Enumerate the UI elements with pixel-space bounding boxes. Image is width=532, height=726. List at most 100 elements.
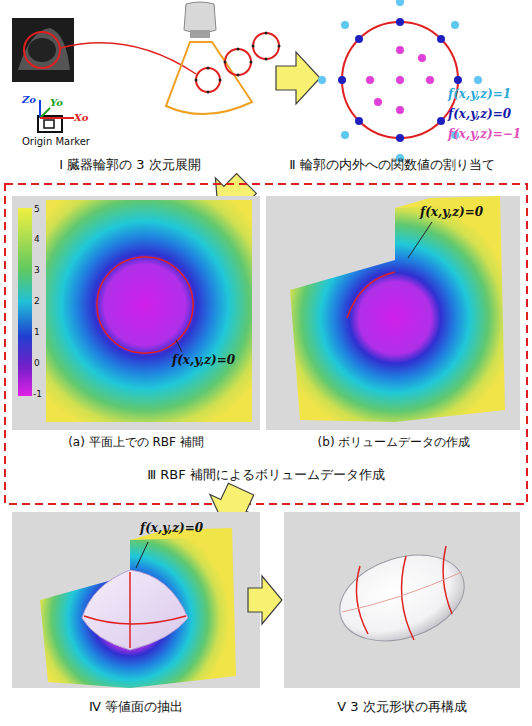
rbf-plane-panel-part [12, 196, 260, 430]
function-value-points-part-part [396, 76, 404, 84]
axis-label: Yo [50, 97, 63, 109]
function-value-points-part-part [374, 98, 382, 106]
step-caption: Ⅴ 3 次元形状の再構成 [337, 700, 466, 715]
function-value-points-part-part [366, 76, 374, 84]
panel-caption: (a) 平面上での RBF 補間 [68, 436, 204, 450]
volume-data-panel [266, 196, 520, 430]
colorbar-tick: -1 [33, 389, 42, 399]
isovalue-callout: f(x,y,z)=0 [172, 354, 235, 368]
function-value-points-part-part [338, 76, 346, 84]
reconstructed-shape-panel-part [342, 572, 462, 612]
isosurface-panel-part [129, 572, 131, 648]
step-caption: Ⅲ RBF 補間によるボリュームデータ作成 [147, 468, 385, 483]
reconstructed-shape-panel-part [284, 512, 520, 688]
contour-circles-part [196, 68, 220, 92]
colorbar-tick: 4 [34, 234, 40, 244]
isosurface-panel-part [136, 542, 148, 568]
axis-label: Zo [22, 94, 36, 106]
contour-circles [196, 33, 279, 92]
rbf-plane-panel [12, 196, 260, 430]
rbf-plane-panel-part [97, 257, 193, 353]
ultrasound-probe-part [190, 30, 210, 38]
function-value-points-part-part [355, 117, 363, 125]
function-value-points-part-part [396, 18, 404, 26]
function-value-points-part-part [451, 21, 459, 29]
volume-data-panel-part [347, 272, 395, 318]
ultrasound-image [12, 18, 74, 82]
function-value-points-part-part [355, 35, 363, 43]
function-value-points-part-part [396, 0, 404, 6]
contour-points-part [237, 74, 240, 77]
colorbar-tick: 1 [34, 327, 40, 337]
colorbar-tick: 5 [34, 204, 40, 214]
isosurface-panel-part [84, 616, 186, 624]
origin-marker-part [40, 108, 50, 118]
scan-fan [166, 42, 252, 114]
contour-points-part [195, 79, 198, 82]
function-value-points-part-part [454, 76, 462, 84]
function-value-points-part [338, 18, 462, 142]
colorbar-tick: 0 [34, 358, 40, 368]
function-value-points-part-part [437, 117, 445, 125]
volume-data-panel-part [290, 260, 395, 422]
colorbar-tick: 3 [34, 265, 40, 275]
value-label: f(x,y,z)=1 [448, 88, 511, 102]
function-value-points-part-part [341, 21, 349, 29]
isovalue-callout: f(x,y,z)=0 [140, 522, 203, 536]
origin-marker-part [44, 120, 54, 128]
function-value-points-part-part [396, 106, 404, 114]
contour-points-part [278, 45, 281, 48]
isosurface-panel-part [12, 512, 260, 688]
contour-points-part [250, 61, 253, 64]
ultrasound-probe [184, 2, 216, 38]
contour-points-part [237, 48, 240, 51]
isovalue-callout: f(x,y,z)=0 [420, 206, 483, 220]
function-value-points-part-part [341, 131, 349, 139]
reconstructed-shape-panel-part [356, 566, 368, 634]
marker-label: Origin Marker [22, 136, 90, 148]
isosurface-panel-part [82, 570, 188, 650]
step-caption: Ⅱ 輪郭の内外への関数値の割り当て [289, 158, 495, 173]
dashed-frame [5, 184, 527, 504]
ultrasound-probe-part [184, 2, 216, 33]
reconstructed-shape-panel-part [402, 556, 415, 640]
value-label: f(x,y,z)=0 [448, 108, 511, 122]
function-value-points-part-part [318, 76, 326, 84]
contour-points-part [265, 58, 268, 61]
ultrasound-image-part [12, 18, 74, 82]
ultrasound-image-part [24, 32, 60, 68]
origin-marker-part [39, 100, 41, 118]
ultrasound-image-part [18, 28, 70, 70]
isosurface-panel [12, 512, 260, 688]
rbf-plane-panel-part [176, 340, 182, 352]
volume-data-panel-part [290, 290, 470, 318]
function-value-points-part-part [474, 76, 482, 84]
volume-data-panel-part [408, 222, 432, 258]
function-value-points-part [342, 22, 458, 138]
value-label: f(x,y,z)=−1 [448, 128, 521, 142]
function-value-points-part [366, 46, 434, 114]
contour-points-part [219, 79, 222, 82]
panel-caption: (b) ボリュームデータの作成 [318, 436, 471, 450]
function-value-points-part-part [418, 54, 426, 62]
contour-points-part [224, 61, 227, 64]
function-value-points-part-part [396, 46, 404, 54]
contour-points-part [252, 45, 255, 48]
step-caption: Ⅳ 等値面の抽出 [89, 700, 183, 715]
contour-points-part [265, 32, 268, 35]
block-arrow [248, 576, 282, 624]
ultrasound-image-part [28, 38, 56, 62]
rbf-plane-panel-part [46, 200, 252, 422]
origin-marker-part [40, 117, 74, 119]
contour-circles-part [253, 33, 279, 59]
volume-data-panel-part [266, 196, 520, 430]
axis-label: Xo [74, 112, 88, 124]
contour-points [195, 32, 281, 94]
contour-points-part [207, 67, 210, 70]
function-value-points-part-part [426, 76, 434, 84]
step-caption: Ⅰ 臓器輪郭の 3 次元展開 [59, 158, 201, 173]
contour-points-part [207, 91, 210, 94]
reconstructed-shape-panel [284, 512, 520, 688]
contour-circles-part [225, 49, 251, 75]
reconstructed-shape-panel-part [329, 540, 475, 656]
